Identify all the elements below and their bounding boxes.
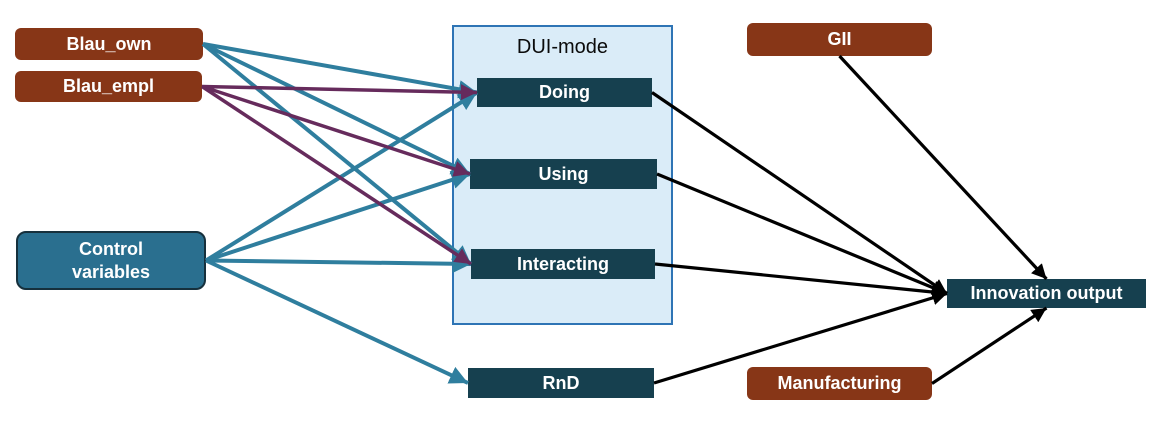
node-blau-empl: Blau_empl [15,71,202,102]
node-using: Using [470,159,657,189]
edge-blau_own-to-doing [202,42,478,99]
edge-control-to-rnd [205,258,469,385]
node-blau-empl-label: Blau_empl [62,76,155,97]
node-innovation-output-label: Innovation output [970,283,1123,304]
edge-control-to-doing [204,90,479,263]
edge-blau_empl-to-doing [201,84,478,101]
edge-blau_own-to-interacting [201,42,473,266]
node-interacting: Interacting [471,249,655,279]
node-manufacturing-label: Manufacturing [777,373,902,394]
node-interacting-label: Interacting [516,253,609,274]
edge-interacting-to-innovation_output [654,262,948,300]
edge-blau_empl-to-interacting [201,85,472,266]
node-doing-label: Doing [539,82,590,103]
node-rnd: RnD [468,368,654,398]
node-control-variables-label: Control variables [71,239,151,282]
edge-doing-to-innovation_output [651,91,948,295]
node-doing: Doing [477,78,652,107]
edge-manufacturing-to-innovation_output [931,306,1048,385]
node-control-variables: Control variables [16,231,206,290]
edge-control-to-using [205,170,471,263]
node-innovation-output: Innovation output [947,279,1146,308]
edge-control-to-interacting [205,254,472,273]
node-manufacturing: Manufacturing [747,367,932,400]
node-using-label: Using [538,163,589,184]
node-rnd-label: RnD [542,372,580,393]
edge-blau_own-to-using [202,42,471,176]
edge-blau_empl-to-using [201,84,471,177]
edge-gii-to-innovation_output [838,54,1048,281]
edge-using-to-innovation_output [656,172,948,295]
dui-mode-group-title: DUI-mode [516,36,609,58]
node-blau-own: Blau_own [15,28,203,60]
node-gii-label: GII [827,29,852,50]
node-blau-own-label: Blau_own [66,33,152,54]
node-gii: GII [747,23,932,56]
